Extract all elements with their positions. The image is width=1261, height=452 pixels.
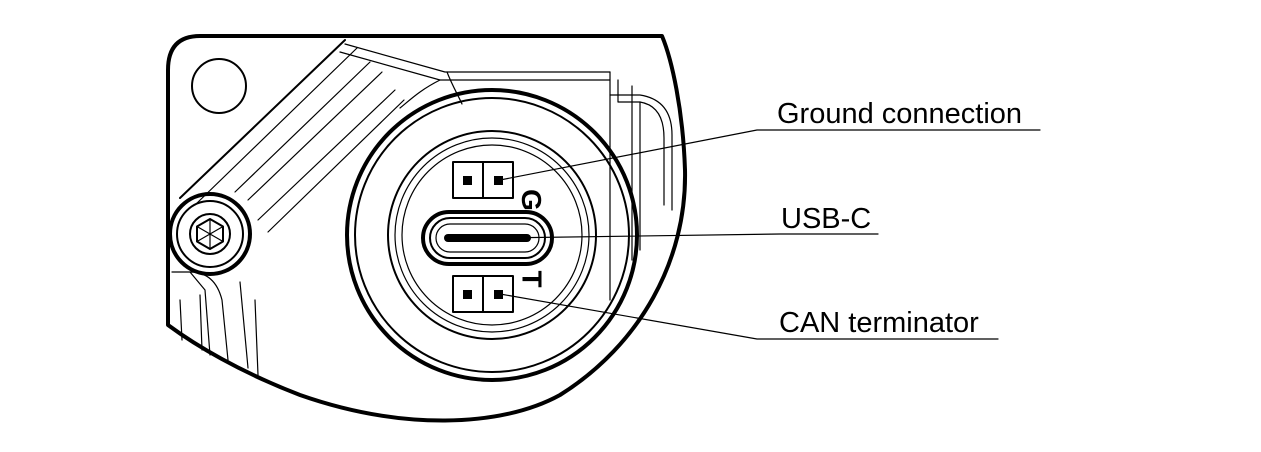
usb-c-receptacle bbox=[421, 210, 554, 266]
housing bbox=[166, 34, 688, 423]
ground-jumper bbox=[452, 161, 514, 199]
label-usb-c: USB-C bbox=[781, 203, 872, 235]
hex-socket-screw-icon bbox=[168, 192, 252, 276]
ground-letter-mark: G bbox=[515, 189, 547, 211]
leader-lines bbox=[499, 129, 1041, 340]
leader-usb bbox=[499, 233, 879, 239]
can-terminator-jumper bbox=[452, 275, 514, 313]
terminator-letter-mark: T bbox=[516, 270, 548, 288]
leader-ground bbox=[499, 129, 1041, 181]
mounting-hole-icon bbox=[191, 58, 247, 114]
label-ground-connection: Ground connection bbox=[777, 98, 1023, 130]
leader-can bbox=[499, 293, 999, 340]
connector-port bbox=[345, 88, 639, 382]
label-can-terminator: CAN terminator bbox=[779, 307, 979, 339]
